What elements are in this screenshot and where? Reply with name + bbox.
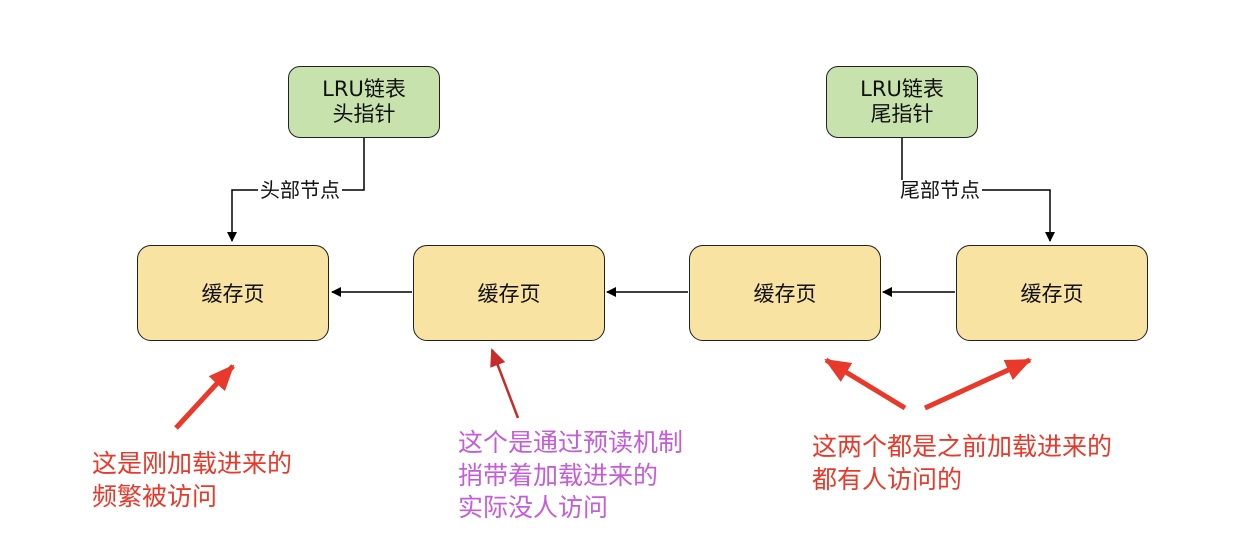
cache-page-1: 缓存页: [137, 245, 329, 341]
head-pointer-line1: LRU链表: [322, 76, 406, 101]
tail-pointer-line2: 尾指针: [870, 102, 934, 126]
cache-page-2: 缓存页: [413, 245, 605, 341]
frequent-note-line2: 频繁被访问: [92, 481, 218, 511]
prefetch-note-line3: 实际没人访问: [458, 493, 609, 522]
prefetch-note-arrow: [490, 348, 520, 419]
prefetch-note-line2: 捎带着加载进来的: [458, 460, 659, 490]
frequent-access-note: 这是刚加载进来的 频繁被访问: [92, 448, 292, 513]
tail-edge-label: 尾部节点: [898, 178, 982, 202]
earlier-note-arrow-right: [923, 357, 1032, 411]
lru-head-pointer: LRU链表 头指针: [288, 66, 440, 138]
earlier-loaded-note: 这两个都是之前加载进来的 都有人访问的: [812, 431, 1112, 496]
frequent-note-arrow: [174, 364, 235, 430]
tail-pointer-line1: LRU链表: [860, 76, 944, 101]
head-edge-label: 头部节点: [258, 178, 342, 202]
frequent-note-line1: 这是刚加载进来的: [92, 449, 293, 478]
cache-page-3: 缓存页: [689, 245, 881, 341]
prefetch-note: 这个是通过预读机制 捎带着加载进来的 实际没人访问: [458, 427, 683, 525]
earlier-note-line1: 这两个都是之前加载进来的: [812, 432, 1113, 461]
prefetch-note-line1: 这个是通过预读机制: [458, 428, 684, 457]
lru-tail-pointer: LRU链表 尾指针: [826, 66, 978, 138]
earlier-note-line2: 都有人访问的: [812, 464, 963, 494]
cache-page-4: 缓存页: [956, 245, 1148, 341]
head-pointer-line2: 头指针: [332, 102, 396, 126]
earlier-note-arrow-left: [824, 357, 907, 411]
